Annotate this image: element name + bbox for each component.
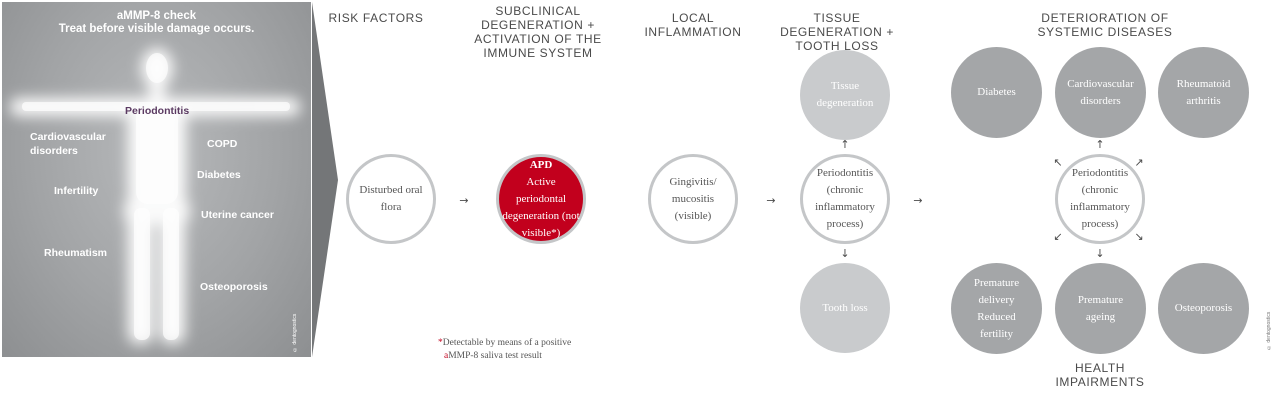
label-cardiovascular: Cardiovascular disorders <box>30 131 106 157</box>
node-gingivitis: Gingivitis/ mucositis (visible) <box>648 154 738 244</box>
node-periodontitis-center: Periodontitis (chronic inflammatory proc… <box>800 154 890 244</box>
footnote: *Detectable by means of a positive aMMP-… <box>438 337 608 363</box>
node-osteoporosis-text: Osteoporosis <box>1174 302 1233 314</box>
arrow-right-3: → <box>913 194 923 207</box>
node-osteoporosis: Osteoporosis <box>1158 263 1249 354</box>
footnote-line1: Detectable by means of a positive <box>442 338 572 348</box>
header-risk-factors: RISK FACTORS <box>328 11 424 25</box>
arrow-down-right: ↘ <box>1134 230 1144 243</box>
node-tooth-loss: Tooth loss <box>800 263 890 353</box>
node-premature-ageing: Premature ageing <box>1055 263 1146 354</box>
header-health-impairments: HEALTH IMPAIRMENTS <box>1055 361 1145 389</box>
header-subclinical: SUBCLINICAL DEGENERATION + ACTIVATION OF… <box>474 4 602 60</box>
node-apd: APD Active periodontal degeneration (not… <box>496 154 586 244</box>
node-tooth-loss-text: Tooth loss <box>822 301 868 314</box>
panel-title: aMMP-8 check Treat before visible damage… <box>2 10 311 36</box>
node-rheumatoid-text: Rheumatoid arthritis <box>1176 77 1231 107</box>
node-diabetes: Diabetes <box>951 47 1042 138</box>
node-tissue-degeneration: Tissue degeneration <box>800 50 890 140</box>
node-cardiovascular: Cardiovascular disorders <box>1055 47 1146 138</box>
node-gingivitis-text: Gingivitis/ mucositis (visible) <box>669 175 717 222</box>
node-rheumatoid: Rheumatoid arthritis <box>1158 47 1249 138</box>
arrow-down-tooth: ↓ <box>840 247 850 260</box>
arrow-up-cardiovascular: ↑ <box>1095 138 1105 151</box>
section-divider <box>312 2 338 357</box>
header-tissue-degeneration: TISSUE DEGENERATION + TOOTH LOSS <box>780 11 894 53</box>
label-infertility: Infertility <box>54 185 99 197</box>
panel-title-line1: aMMP-8 check <box>116 10 197 22</box>
copyright-right: © dentognostics <box>1266 311 1272 350</box>
footnote-line2: MMP-8 saliva test result <box>448 351 542 361</box>
panel-title-line2: Treat before visible damage occurs. <box>58 23 255 35</box>
node-premature-delivery-text: Premature delivery Reduced fertility <box>973 276 1020 340</box>
copyright-left: © dentognostics <box>292 313 298 352</box>
label-copd: COPD <box>207 138 238 150</box>
footnote-star: * <box>438 338 443 348</box>
arrow-down-ageing: ↓ <box>1095 247 1105 260</box>
human-body-silhouette <box>10 48 300 344</box>
node-apd-title: APD <box>529 158 553 171</box>
body-illustration-panel: aMMP-8 check Treat before visible damage… <box>2 2 311 357</box>
node-premature-delivery: Premature delivery Reduced fertility <box>951 263 1042 354</box>
node-premature-ageing-text: Premature ageing <box>1077 293 1124 323</box>
label-osteoporosis: Osteoporosis <box>200 281 268 293</box>
node-periodontitis-systemic-text: Periodontitis (chronic inflammatory proc… <box>1070 167 1130 230</box>
arrow-up-tissue: ↑ <box>840 138 850 151</box>
node-disturbed-oral-flora-text: Disturbed oral flora <box>359 184 423 213</box>
arrow-up-right: ↗ <box>1134 156 1144 169</box>
arrow-up-left: ↖ <box>1053 156 1063 169</box>
node-periodontitis-center-text: Periodontitis (chronic inflammatory proc… <box>815 167 875 230</box>
arrow-right-2: → <box>766 194 776 207</box>
node-apd-text: Active periodontal degeneration (not vis… <box>502 175 580 239</box>
node-periodontitis-systemic: Periodontitis (chronic inflammatory proc… <box>1055 154 1145 244</box>
node-cardiovascular-text: Cardiovascular disorders <box>1067 77 1134 107</box>
node-diabetes-text: Diabetes <box>977 86 1016 98</box>
arrow-down-left: ↙ <box>1053 230 1063 243</box>
node-tissue-degeneration-text: Tissue degeneration <box>816 80 874 109</box>
label-periodontitis: Periodontitis <box>125 105 190 117</box>
header-local-inflammation: LOCAL INFLAMMATION <box>644 11 742 39</box>
label-uterine-cancer: Uterine cancer <box>201 209 274 221</box>
header-deterioration: DETERIORATION OF SYSTEMIC DISEASES <box>1037 11 1173 39</box>
label-diabetes: Diabetes <box>197 169 241 181</box>
label-rheumatism: Rheumatism <box>44 247 108 259</box>
node-disturbed-oral-flora: Disturbed oral flora <box>346 154 436 244</box>
footnote-a: a <box>444 351 449 361</box>
arrow-right-1: → <box>459 194 469 207</box>
